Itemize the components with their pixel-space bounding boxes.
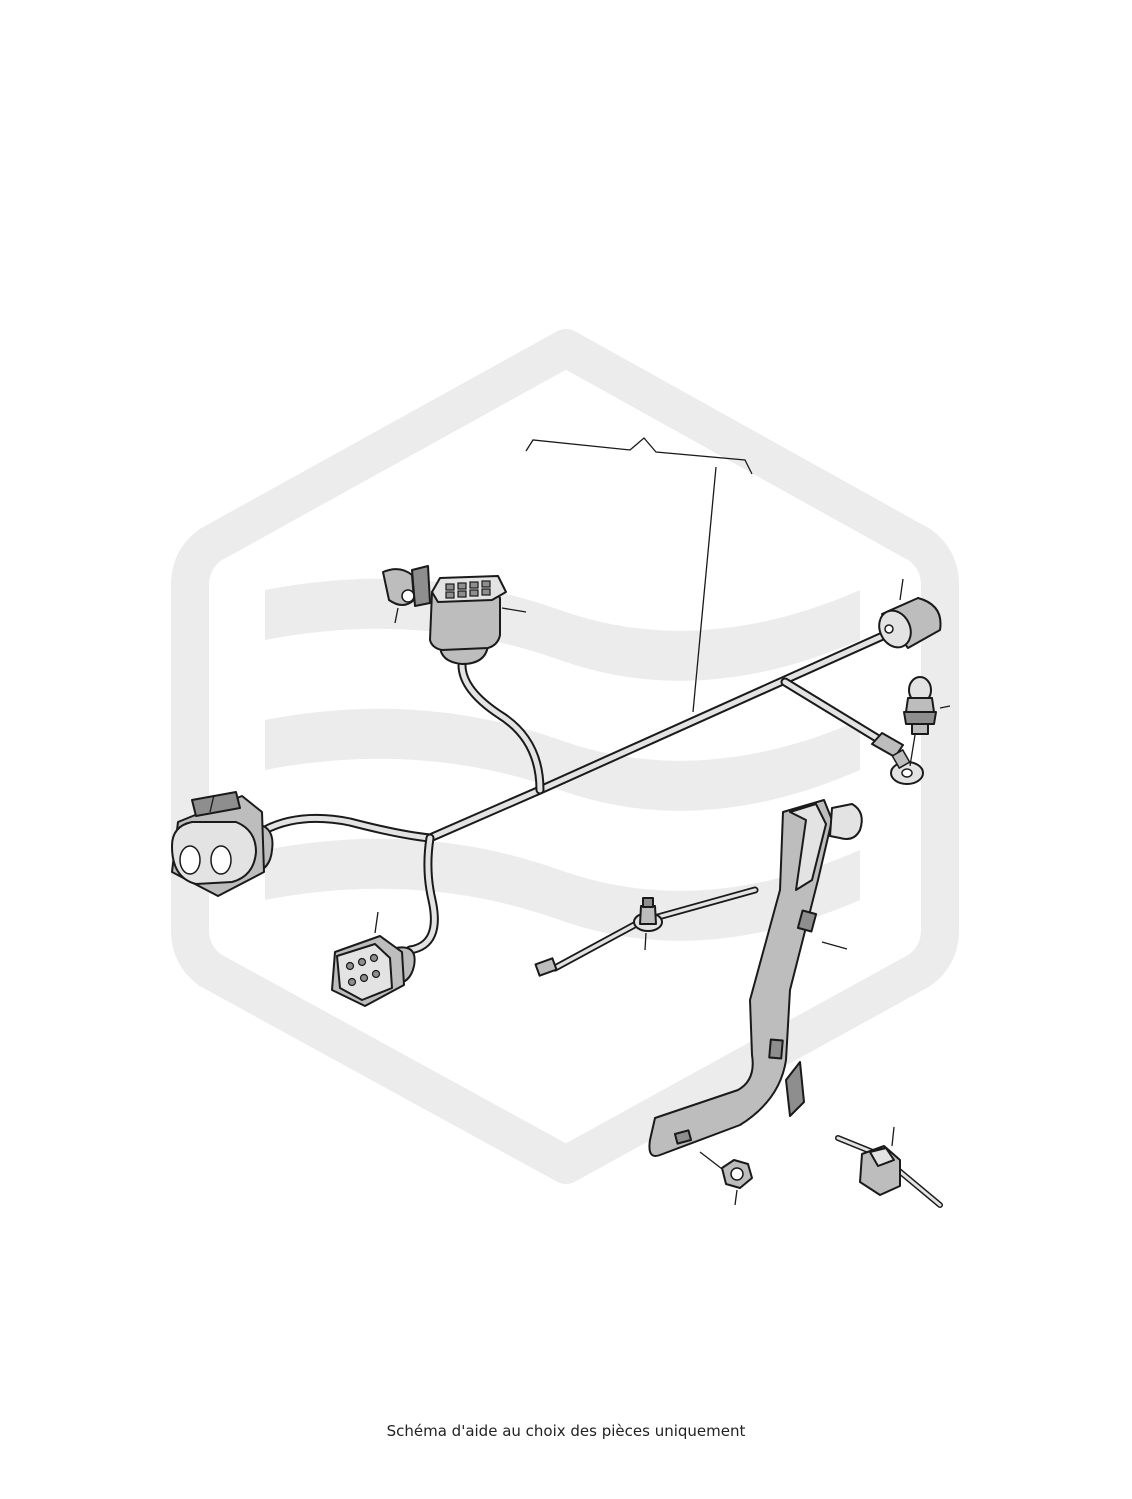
wiring-harness-icon [260, 630, 890, 955]
wiring-harness [260, 630, 890, 955]
ring-terminal-icon [871, 732, 924, 785]
edge-clip [835, 1126, 943, 1208]
grommet-clip-icon [382, 565, 431, 607]
pressure-switch-icon [903, 676, 937, 735]
cylindrical-sensor-icon [878, 597, 942, 649]
grommet-clip [382, 565, 431, 624]
connector-8pin [429, 575, 527, 665]
connector-2pin [171, 791, 274, 897]
connector-6pin [331, 911, 416, 1007]
hex-nut [699, 1151, 753, 1206]
ring-terminal [871, 732, 924, 785]
edge-clip-icon [835, 1135, 943, 1208]
connector-6pin-icon [331, 935, 416, 1007]
bracket-icon [648, 799, 863, 1157]
hex-nut-icon [699, 1151, 753, 1189]
diagram-caption: Schéma d'aide au choix des pièces unique… [386, 1422, 746, 1440]
harness-group-bracket [525, 437, 753, 713]
watermark-logo [171, 329, 959, 1184]
pressure-switch [903, 676, 951, 767]
bracket [648, 799, 863, 1157]
cable-tie [534, 886, 759, 977]
cylindrical-sensor [878, 578, 942, 649]
connector-2pin-icon [171, 791, 274, 897]
connector-8pin-icon [429, 575, 507, 665]
cable-tie-icon [534, 886, 759, 977]
